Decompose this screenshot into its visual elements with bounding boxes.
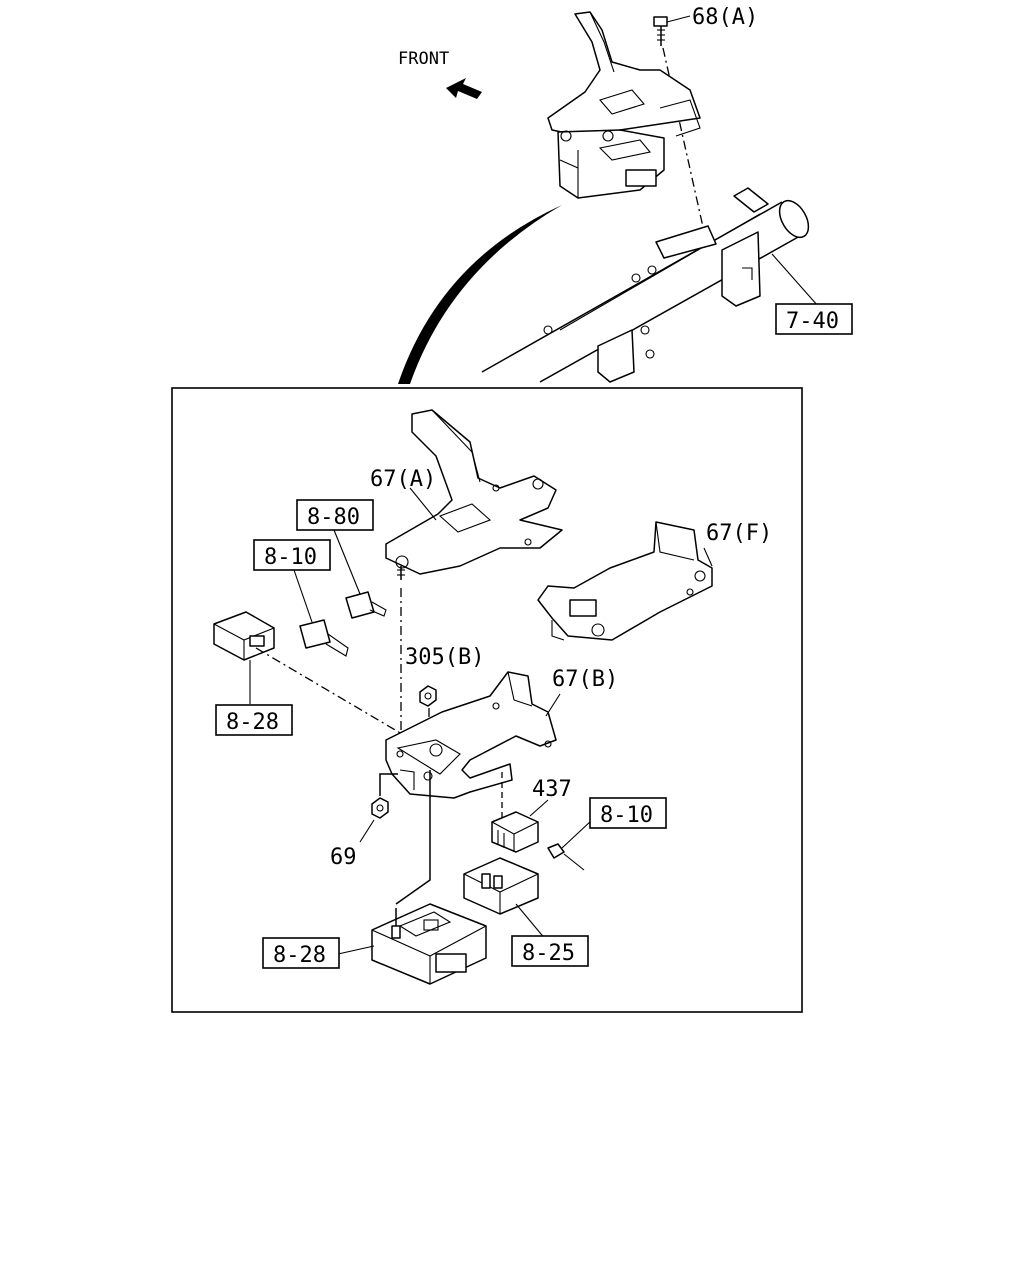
leader-437 — [529, 799, 549, 817]
callout-box-8-80 — [296, 499, 374, 531]
leader-69 — [359, 819, 375, 843]
detail-frame — [171, 387, 803, 1013]
callout-box-740 — [775, 303, 853, 335]
callout-box-8-10-right — [589, 797, 667, 829]
bolt-68a — [653, 16, 668, 46]
callout-8-10-left: 8-10 — [264, 545, 317, 570]
connector-8-10-left — [299, 619, 349, 657]
callout-8-28-left: 8-28 — [226, 710, 279, 735]
relay-8-25 — [463, 857, 539, 915]
centerline-8-28-bottom — [395, 770, 431, 905]
front-arrow-icon — [446, 78, 482, 99]
bracket-67b — [385, 671, 557, 799]
leader-8-10-right — [561, 819, 593, 849]
leader-67b — [545, 693, 561, 717]
leader-68a — [666, 15, 691, 23]
callout-8-28-bottom: 8-28 — [273, 943, 326, 968]
callout-67a: 67(A) — [370, 467, 436, 492]
callout-box-8-10-left — [253, 539, 331, 571]
leader-740 — [771, 253, 819, 307]
relay-8-28-left — [213, 611, 275, 661]
callout-8-80: 8-80 — [307, 505, 360, 530]
leader-8-10-left — [293, 569, 313, 623]
cross-member-tube — [481, 187, 810, 383]
bracket-67a — [385, 409, 563, 575]
control-unit-8-28-bottom — [371, 903, 487, 985]
leader-8-25 — [515, 903, 547, 941]
leader-67a — [409, 487, 437, 521]
callout-8-10-right: 8-10 — [600, 803, 653, 828]
detail-arrow — [398, 205, 562, 384]
callout-69: 69 — [330, 845, 357, 870]
leader-67f — [703, 547, 713, 567]
nut-69 — [371, 797, 389, 819]
top-assembly: FRONT — [398, 11, 819, 384]
callout-67b: 67(B) — [552, 667, 618, 692]
callout-8-25: 8-25 — [522, 941, 575, 966]
connector-8-80 — [345, 591, 387, 619]
leader-8-28-bottom — [337, 945, 375, 955]
connector-8-10-right — [547, 843, 585, 871]
callout-740: 7-40 — [786, 309, 839, 334]
callout-box-8-25 — [511, 935, 589, 967]
leader-8-80 — [333, 529, 361, 595]
centerline-69 — [379, 773, 398, 796]
callout-437: 437 — [532, 777, 572, 802]
callout-box-8-28-bottom — [262, 937, 340, 969]
bracket-67f — [537, 521, 713, 641]
centerline-8-28-left — [255, 647, 403, 735]
screw-67a — [397, 566, 405, 580]
callout-305b: 305(B) — [405, 645, 484, 670]
upper-bracket-assembly — [547, 11, 701, 199]
relay-437 — [491, 811, 539, 853]
callout-68a: 68(A) — [692, 5, 758, 30]
nut-305b — [419, 685, 437, 707]
front-label: FRONT — [398, 49, 449, 69]
callout-box-8-28-left — [215, 704, 293, 736]
callout-67f: 67(F) — [706, 521, 772, 546]
